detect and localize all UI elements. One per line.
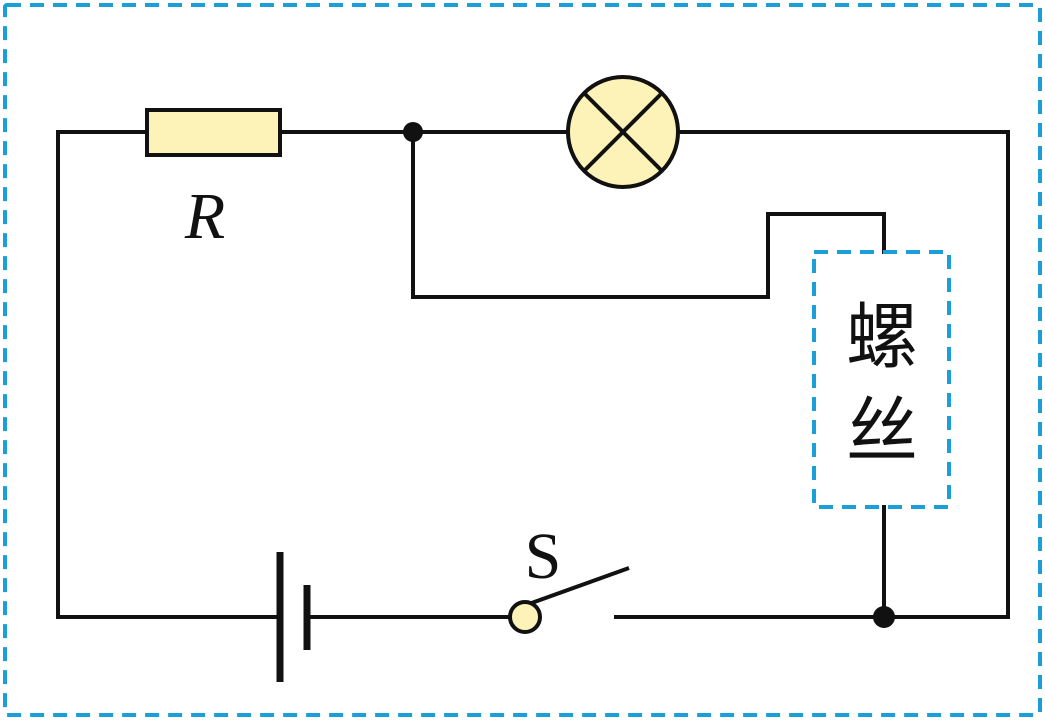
resistor-label: R	[184, 180, 225, 253]
screw-label-char-2: 丝	[846, 389, 918, 473]
battery-icon	[276, 552, 311, 682]
screw-dashed-box	[812, 250, 951, 509]
lamp-icon	[566, 75, 680, 189]
wire-shunt-branch	[411, 130, 886, 299]
resistor	[145, 108, 282, 157]
screw-label-char-1: 螺	[846, 295, 918, 379]
wire-top-left	[56, 130, 280, 619]
switch-icon	[508, 566, 630, 634]
junction-dot-top	[403, 122, 423, 142]
junction-dot-bottom	[873, 606, 895, 628]
wire-lamp-to-right	[614, 130, 1010, 619]
outer-dashed-frame	[3, 3, 1042, 717]
switch-label: S	[525, 520, 562, 593]
wires	[56, 130, 1010, 619]
